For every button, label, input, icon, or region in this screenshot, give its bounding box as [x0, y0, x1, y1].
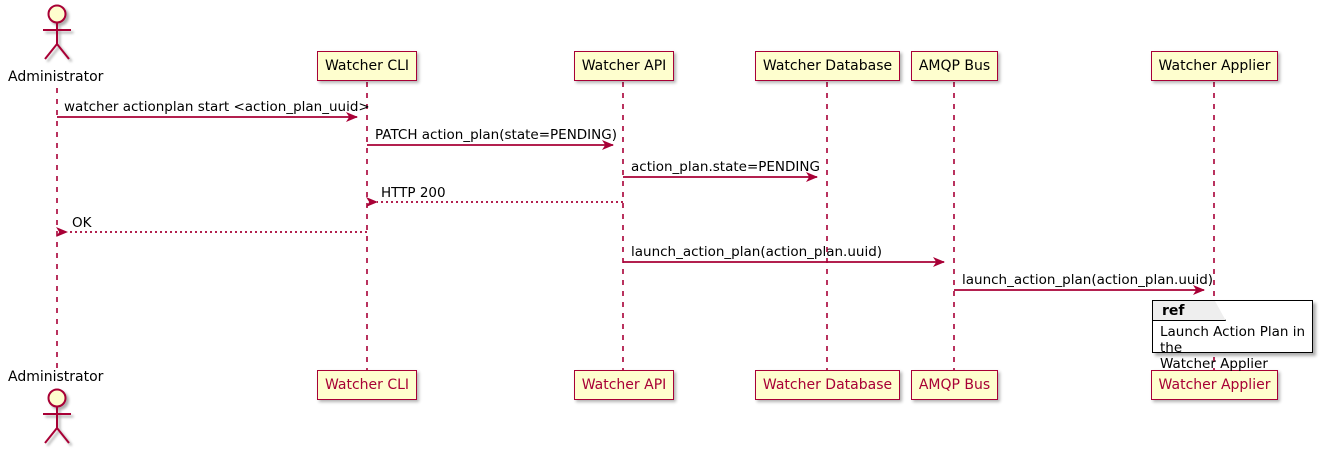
participant-label: Watcher API [581, 377, 667, 393]
participant-label: AMQP Bus [918, 377, 991, 393]
message-label-3: action_plan.state=PENDING [631, 159, 820, 175]
ref-fragment-tab: ref [1153, 301, 1226, 321]
participant-box-watcher-database-bottom[interactable]: Watcher Database [755, 370, 900, 400]
participant-box-watcher-cli-bottom[interactable]: Watcher CLI [317, 370, 417, 400]
participant-label: Watcher Applier [1158, 58, 1271, 74]
participant-box-watcher-database-top[interactable]: Watcher Database [755, 51, 900, 81]
participant-label: Watcher Applier [1158, 377, 1271, 393]
message-label-6: launch_action_plan(action_plan.uuid) [631, 244, 883, 260]
actor-administrator-top [43, 4, 71, 60]
ref-fragment[interactable]: ref Launch Action Plan in the Watcher Ap… [1152, 300, 1313, 372]
participant-label: Watcher CLI [324, 377, 410, 393]
ref-fragment-tab-label: ref [1162, 302, 1185, 319]
participant-box-watcher-applier-top[interactable]: Watcher Applier [1151, 51, 1278, 81]
ref-fragment-text: Launch Action Plan in the Watcher Applie… [1160, 324, 1306, 372]
participant-box-watcher-api-bottom[interactable]: Watcher API [574, 370, 674, 400]
participant-label: Watcher Database [762, 58, 893, 74]
message-label-4: HTTP 200 [381, 185, 446, 201]
actor-label-administrator-top: Administrator [8, 69, 104, 85]
participant-label: AMQP Bus [918, 58, 991, 74]
participant-box-amqp-bus-top[interactable]: AMQP Bus [911, 51, 998, 81]
participant-box-watcher-api-top[interactable]: Watcher API [574, 51, 674, 81]
participant-label: Watcher API [581, 58, 667, 74]
participant-box-watcher-applier-bottom[interactable]: Watcher Applier [1151, 370, 1278, 400]
message-label-2: PATCH action_plan(state=PENDING) [375, 127, 617, 143]
participant-box-amqp-bus-bottom[interactable]: AMQP Bus [911, 370, 998, 400]
participant-box-watcher-cli-top[interactable]: Watcher CLI [317, 51, 417, 81]
actor-administrator-bottom [43, 388, 71, 444]
participant-label: Watcher CLI [324, 58, 410, 74]
message-label-7: launch_action_plan(action_plan.uuid) [962, 272, 1214, 288]
message-label-5: OK [72, 215, 92, 231]
actor-label-administrator-bottom: Administrator [8, 369, 104, 385]
message-label-1: watcher actionplan start <action_plan_uu… [64, 99, 370, 115]
participant-label: Watcher Database [762, 377, 893, 393]
